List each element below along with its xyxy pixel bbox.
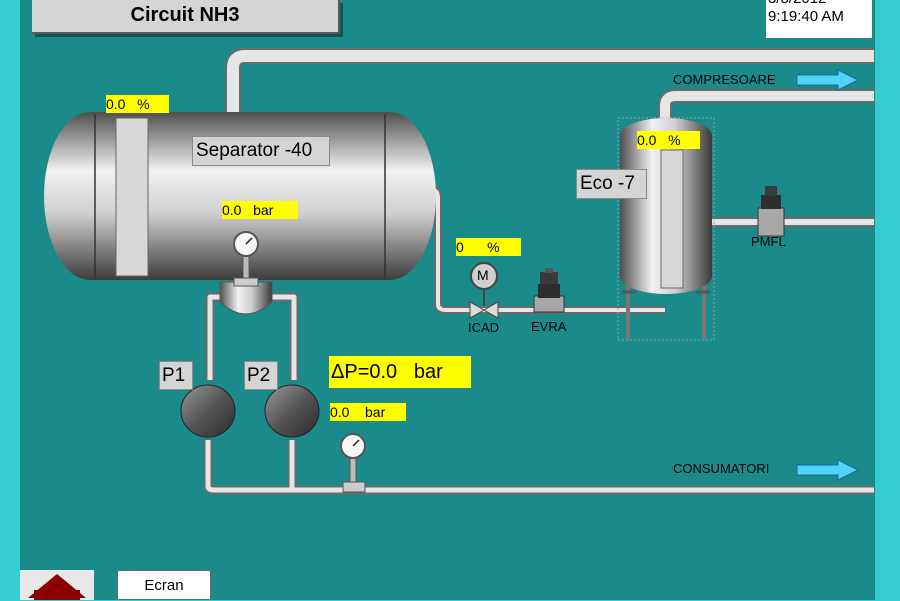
delta-p-value: ΔP=0.0 bar [329,356,471,388]
solenoid-valve-icon[interactable] [533,268,565,313]
flow-arrow-icon [796,69,860,91]
solenoid-valve-icon[interactable] [757,186,785,237]
evra-label: EVRA [531,319,567,334]
compresoare-label: COMPRESOARE [673,72,776,87]
icad-label: ICAD [468,320,500,335]
valve-opening-value: 0 % [456,238,521,256]
discharge-pressure-value: 0.0 bar [330,403,406,421]
consumatori-label: CONSUMATORI [673,461,770,476]
date-text: 3/8/2012 [768,0,872,8]
pump-icon[interactable] [264,384,320,438]
eco-label: Eco -7 [576,169,647,199]
motor-label: M [477,267,489,283]
time-text: 9:19:40 AM [768,8,844,25]
flow-arrow-icon [796,459,860,481]
page-title: Circuit NH3 [32,0,340,34]
screen-button[interactable]: Ecran [117,570,211,600]
pump-p2-label: P2 [244,361,278,390]
pump-p1-label: P1 [159,361,193,390]
pump-icon[interactable] [180,384,236,438]
eco-vessel [617,117,715,341]
eco-level-bar [660,149,684,289]
eco-level-value: 0.0 % [637,131,700,149]
pressure-gauge-icon [233,231,259,287]
separator-pressure-value: 0.0 bar [222,201,298,219]
pressure-gauge-icon [340,433,366,493]
motor-valve-icon[interactable] [469,262,499,319]
separator-level-value: 0.0 % [106,95,169,113]
separator-label: Separator -40 [192,136,330,166]
pump-discharge-pipe [203,440,874,495]
separator-level-bar [115,117,149,277]
pmfl-label: PMFL [751,234,786,249]
pipes [203,48,874,495]
home-icon[interactable] [20,570,94,600]
compressor-suction-pipe [225,48,874,112]
datetime-display: 3/8/2012 9:19:40 AM [766,0,872,38]
